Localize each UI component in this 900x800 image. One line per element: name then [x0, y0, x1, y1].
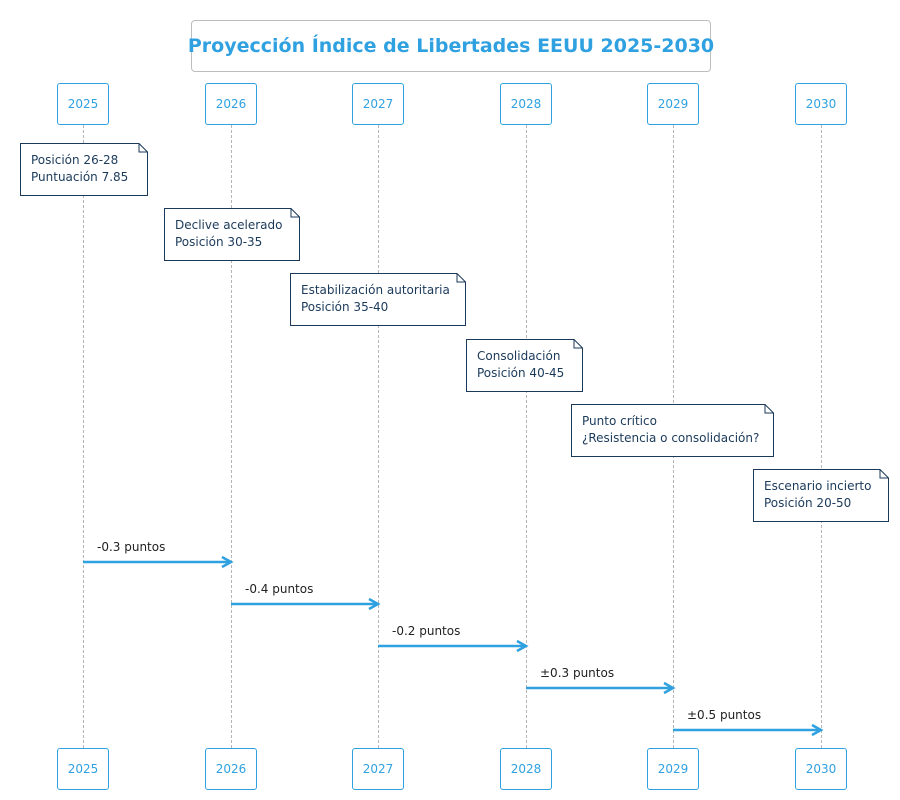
lifeline-2030 [821, 125, 822, 748]
message-label: ±0.5 puntos [687, 708, 762, 722]
note-line: Posición 20-50 [764, 496, 852, 510]
note-line: Posición 35-40 [301, 300, 389, 314]
note-line: Consolidación [477, 349, 561, 363]
lifeline-2028 [526, 125, 527, 748]
participant-top-2030: 2030 [795, 83, 847, 125]
participant-top-2025: 2025 [57, 83, 109, 125]
note-5: Punto crítico ¿Resistencia o consolidació… [571, 404, 774, 457]
participant-bottom-2029: 2029 [647, 748, 699, 790]
participant-top-2026: 2026 [205, 83, 257, 125]
note-line: Posición 26-28 [31, 153, 119, 167]
participant-bottom-2027: 2027 [352, 748, 404, 790]
participant-bottom-2025: 2025 [57, 748, 109, 790]
note-line: Punto crítico [582, 414, 657, 428]
note-line: Estabilización autoritaria [301, 283, 450, 297]
title-box: Proyección Índice de Libertades EEUU 202… [187, 20, 715, 72]
message-label: -0.3 puntos [97, 540, 166, 554]
participant-top-2027: 2027 [352, 83, 404, 125]
arrowhead [368, 597, 381, 611]
participant-bottom-2030: 2030 [795, 748, 847, 790]
message-label: -0.4 puntos [245, 582, 314, 596]
arrowhead [811, 723, 824, 737]
arrowhead [221, 555, 234, 569]
lifeline-2026 [231, 125, 232, 748]
note-line: Posición 30-35 [175, 235, 263, 249]
message-label: -0.2 puntos [392, 624, 461, 638]
arrowhead [516, 639, 529, 653]
message-label: ±0.3 puntos [540, 666, 615, 680]
note-line: Escenario incierto [764, 479, 872, 493]
participant-bottom-2026: 2026 [205, 748, 257, 790]
note-line: Posición 40-45 [477, 366, 565, 380]
participant-bottom-2028: 2028 [500, 748, 552, 790]
lifeline-2025 [83, 125, 84, 748]
diagram-title: Proyección Índice de Libertades EEUU 202… [187, 35, 715, 57]
participant-top-2029: 2029 [647, 83, 699, 125]
participant-top-2028: 2028 [500, 83, 552, 125]
note-line: Puntuación 7.85 [31, 170, 129, 184]
arrowhead [663, 681, 676, 695]
lifeline-2027 [378, 125, 379, 748]
note-line: ¿Resistencia o consolidación? [582, 431, 760, 445]
note-line: Declive acelerado [175, 218, 283, 232]
